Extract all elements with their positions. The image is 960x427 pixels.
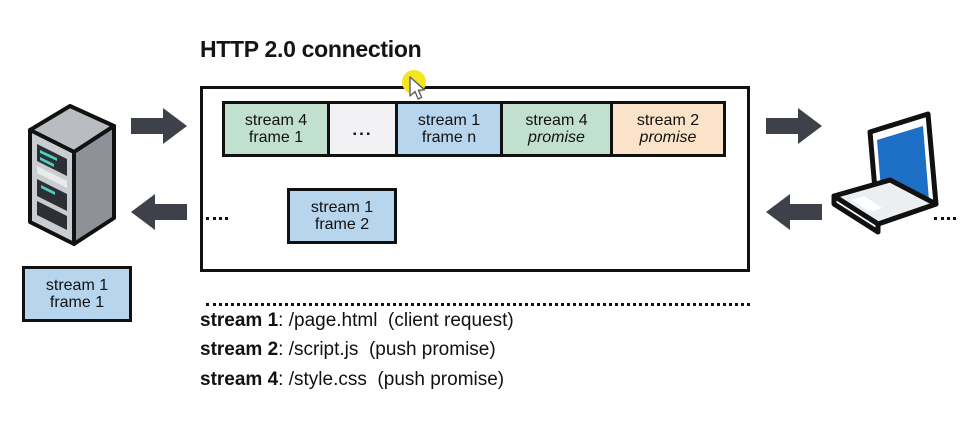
frame-stream1-frame2[interactable]: stream 1 frame 2	[287, 188, 397, 244]
legend-path: /script.js	[288, 339, 359, 361]
server-icon	[26, 100, 118, 250]
frame-label-line2: frame 2	[314, 216, 370, 233]
legend: stream 1: /page.html (client request) st…	[200, 306, 514, 394]
frame-label-line1: stream 4	[525, 111, 588, 129]
legend-note: (push promise)	[368, 339, 496, 361]
arrow-server-to-connection	[131, 106, 187, 146]
legend-separator: :	[278, 339, 284, 361]
dotted-line-row1-right	[934, 217, 956, 220]
frame-stream4-promise[interactable]: stream 4 promise	[503, 104, 613, 154]
frame-label-line1: stream 1	[45, 276, 109, 294]
legend-stream-label: stream 2	[200, 339, 279, 361]
frame-strip-row1: stream 4 frame 1 ... stream 1 frame n st…	[222, 101, 726, 157]
frame-label-line2: frame n	[421, 129, 477, 146]
page-title: HTTP 2.0 connection	[200, 36, 422, 62]
frame-stream2-promise[interactable]: stream 2 promise	[613, 104, 723, 154]
frame-label-line1: stream 4	[244, 111, 308, 129]
frame-label-line1: stream 1	[310, 198, 374, 216]
legend-separator: :	[278, 310, 284, 331]
frame-label-line2: promise	[528, 129, 585, 146]
arrow-client-to-connection	[766, 192, 822, 232]
frame-stream4-frame1[interactable]: stream 4 frame 1	[225, 104, 330, 154]
legend-path: /style.css	[288, 368, 367, 390]
frame-label-line1: stream 2	[636, 111, 700, 129]
legend-item-stream2: stream 2: /script.js (push promise)	[200, 335, 514, 364]
legend-path: /page.html	[288, 310, 378, 331]
pending-frame-stream1-frame1[interactable]: stream 1 frame 1	[22, 266, 132, 322]
legend-note: (push promise)	[377, 368, 505, 390]
legend-stream-label: stream 4	[200, 368, 279, 390]
frame-label-line2: promise	[639, 129, 697, 146]
dotted-line-row2	[206, 303, 750, 306]
frame-ellipsis: ...	[330, 104, 398, 154]
legend-item-stream4: stream 4: /style.css (push promise)	[200, 365, 514, 394]
legend-separator: :	[278, 368, 284, 390]
arrow-connection-to-client	[766, 106, 822, 146]
dotted-line-row1-left	[206, 217, 228, 220]
legend-note: (client request)	[388, 310, 514, 331]
arrow-connection-to-server	[131, 192, 187, 232]
frame-label-line2: frame 1	[49, 294, 105, 311]
frame-stream1-framen[interactable]: stream 1 frame n	[398, 104, 503, 154]
frame-label-line2: frame 1	[248, 129, 304, 146]
frame-label-line1: stream 1	[417, 111, 481, 129]
legend-stream-label: stream 1	[200, 310, 279, 331]
mouse-cursor-icon	[409, 76, 427, 102]
laptop-icon	[824, 108, 946, 238]
ellipsis-label: ...	[352, 119, 373, 139]
legend-item-stream1: stream 1: /page.html (client request)	[200, 306, 514, 335]
